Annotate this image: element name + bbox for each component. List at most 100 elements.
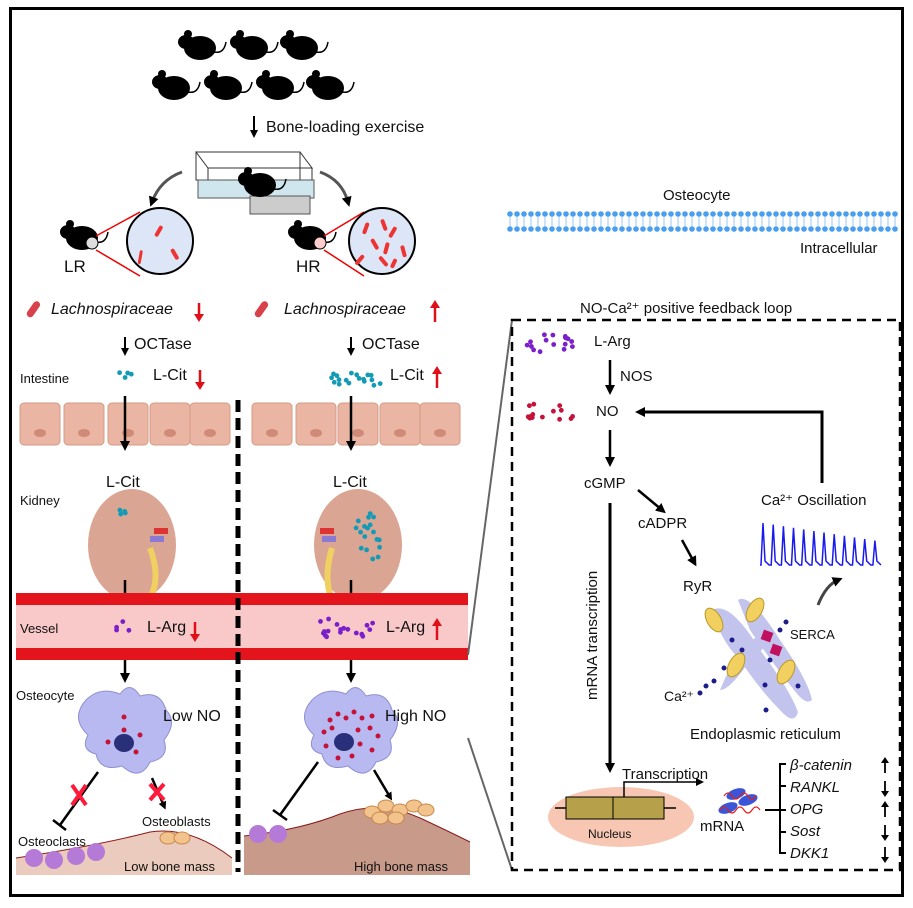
molecule-dot [334, 373, 340, 379]
molecule-dot [370, 556, 376, 562]
pathway-cgmp: cGMP [584, 475, 626, 492]
molecule-dot [377, 544, 382, 550]
row-label-osteocyte: Osteocyte [16, 688, 75, 703]
molecule-dot [321, 629, 327, 634]
molecule-dot [540, 414, 545, 420]
molecule-dot [336, 377, 342, 383]
zoom-connector-top [467, 319, 513, 656]
mrna-label: mRNA [700, 818, 745, 835]
molecule-dot [117, 370, 122, 376]
nucleus-label: Nucleus [588, 827, 632, 841]
loop-title: NO-Ca²⁺ positive feedback loop [580, 300, 793, 317]
bacterium-icon-left [26, 301, 41, 318]
kidney-lcit-left: L-Cit [106, 474, 140, 491]
molecule-dot [325, 628, 331, 634]
molecule-dot [537, 349, 543, 355]
molecule-dot [329, 375, 334, 381]
lcit-dots-right [329, 370, 383, 388]
blocked-x-icon [148, 782, 166, 802]
pathway-larg: L-Arg [594, 333, 631, 350]
molecule-dot [353, 630, 359, 636]
arrow-down-icon [881, 835, 889, 841]
lcit-label-left: L-Cit [153, 367, 187, 384]
molecule-dot [557, 403, 563, 408]
molecule-dot [377, 381, 383, 386]
molecule-dot [334, 622, 340, 627]
low-bone-mass-label: Low bone mass [124, 859, 216, 874]
molecule-dot [558, 407, 564, 413]
figure-frame [9, 7, 904, 897]
molecule-dot [118, 511, 124, 517]
molecule-dot [367, 627, 373, 632]
lcit-label-right: L-Cit [390, 367, 424, 384]
intracellular-label: Intracellular [800, 240, 878, 257]
kidney-right [314, 489, 402, 601]
molecule-dot [356, 376, 362, 381]
kidney-lcit-right: L-Cit [333, 474, 367, 491]
octase-label-left: OCTase [134, 336, 192, 353]
pathway-no-dots [525, 401, 575, 422]
molecule-dot [318, 619, 323, 624]
osteocyte-high [304, 687, 398, 774]
gene-list: β-catenin RANKL OPG Sost DKK1 [790, 755, 852, 865]
blood-vessel [16, 593, 468, 660]
row-label-kidney: Kidney [20, 493, 60, 508]
molecule-dot [375, 554, 381, 560]
molecule-dot [366, 514, 371, 520]
molecule-dot [346, 380, 352, 386]
molecule-dot [370, 620, 375, 626]
molecule-dot [551, 408, 556, 414]
pathway-larg-dots [524, 332, 575, 355]
bacterium-icon-right [254, 301, 269, 318]
molecule-dot [353, 525, 359, 531]
molecule-dot [120, 619, 126, 624]
arrow-down-icon [881, 791, 889, 797]
bacteria-label-right: Lachnospiraceae [284, 301, 406, 318]
molecule-dot [358, 529, 363, 535]
feedback-loop-box [510, 318, 902, 872]
molecule-dot [371, 382, 377, 388]
gene-bracket [779, 763, 786, 854]
molecule-dot [563, 335, 568, 341]
high-bone-mass-label: High bone mass [354, 859, 448, 874]
molecule-dot [562, 341, 568, 347]
larg-dots-right [318, 616, 375, 640]
bone-high [244, 807, 470, 875]
row-label-intestine: Intestine [20, 371, 70, 386]
group-label-hr: HR [296, 257, 321, 276]
molecule-dot [338, 627, 343, 632]
kidney-lcit-dots-left [117, 507, 128, 517]
molecule-dot [529, 344, 534, 349]
kidney-lcit-dots-right [353, 511, 382, 562]
molecule-dot [117, 507, 123, 513]
molecule-dot [122, 509, 128, 514]
molecule-dot [126, 627, 132, 633]
arrow-up-icon [881, 757, 889, 763]
inhibit-osteoclasts-right [278, 761, 320, 816]
pathway-nos: NOS [620, 368, 653, 385]
high-no-label: High NO [385, 708, 447, 725]
serca-label: SERCA [790, 627, 835, 642]
gene-item: RANKL [790, 779, 841, 796]
molecule-dot [349, 370, 354, 376]
pathway-cadpr: cADPR [638, 515, 688, 532]
molecule-dot [364, 622, 370, 628]
ca-oscillation-trace [760, 522, 882, 566]
feedback-arrow [635, 407, 824, 483]
osteocyte-title: Osteocyte [663, 187, 731, 204]
gene-block [565, 796, 665, 820]
inhibit-osteoclasts-left [58, 771, 100, 826]
mrna-transcription-label: mRNA transcription [584, 570, 601, 700]
ca-ion-label: Ca²⁺ [664, 688, 694, 704]
molecule-dot [371, 529, 376, 535]
molecule-dot [364, 547, 369, 553]
molecule-dot [355, 518, 361, 524]
zoom-connector-bottom [467, 737, 513, 871]
activate-osteoblasts-right [372, 769, 393, 801]
molecule-dot [336, 381, 342, 387]
exercise-label: Bone-loading exercise [266, 119, 425, 136]
gene-item: OPG [790, 801, 824, 818]
molecule-dot [557, 416, 562, 422]
molecule-dot [345, 626, 351, 632]
